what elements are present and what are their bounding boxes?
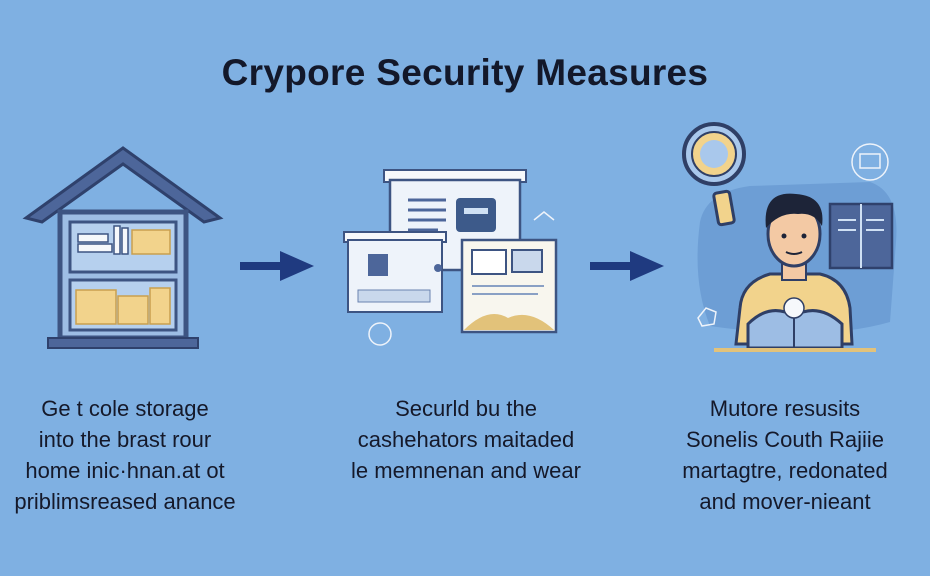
arrow-right-icon — [240, 251, 314, 281]
caption-line: priblimsreased anance — [14, 489, 236, 514]
caption-line: Securld bu the — [395, 396, 537, 421]
caption-line: cashehators maitaded — [357, 427, 575, 452]
documents-windows-icon — [343, 169, 558, 346]
caption-line: and mover-nieant — [699, 489, 871, 514]
caption-line: le memnenan and wear — [351, 458, 581, 483]
page-title: Crypore Security Measures — [221, 52, 709, 93]
caption-line: into the brast rour — [38, 427, 212, 452]
step-2-caption: Securld bu the cashehators maitaded le m… — [326, 393, 606, 486]
step-3-caption: Mutore resusits Sonelis Couth Rajiie mar… — [650, 393, 920, 517]
arrow-right-icon — [590, 251, 664, 281]
step-1-caption: Ge t cole storage into the brast rour ho… — [0, 393, 250, 517]
person-magnifier-icon — [682, 122, 897, 352]
caption-line: Mutore resusits — [709, 396, 861, 421]
house-storage-icon — [22, 146, 224, 349]
caption-line: Sonelis Couth Rajiie — [685, 427, 885, 452]
caption-line: Ge t cole storage — [41, 396, 209, 421]
caption-line: martagtre, redonated — [682, 458, 888, 483]
caption-line: home inic·hnan.at ot — [25, 458, 225, 483]
